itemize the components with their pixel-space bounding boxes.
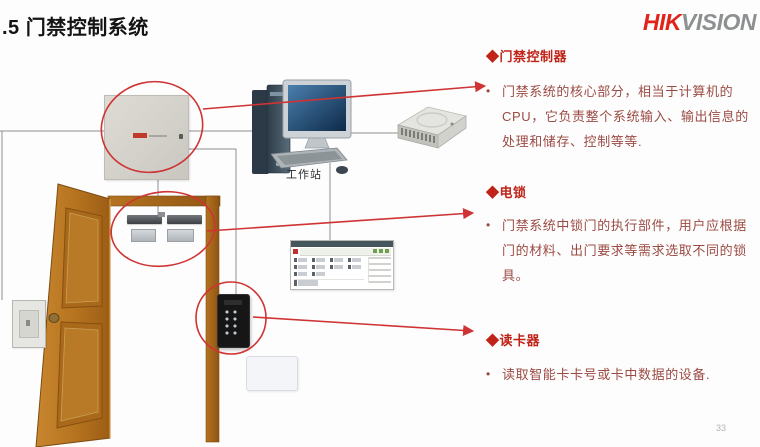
device-item xyxy=(348,258,361,262)
page-number: 33 xyxy=(716,423,727,433)
logo-hik-text: HIK xyxy=(642,9,682,35)
bullet-text: 读取智能卡卡号或卡中数据的设备. xyxy=(502,367,711,382)
card-reader-display xyxy=(224,300,242,305)
controller-label-line xyxy=(149,135,167,137)
door-knob-icon xyxy=(48,313,60,323)
section-heading: ◆读卡器 xyxy=(486,333,541,348)
device-item xyxy=(294,272,307,276)
switch-led xyxy=(450,122,454,126)
mouse-icon xyxy=(336,166,348,174)
exit-button-switch xyxy=(26,320,30,326)
door-panel-top-inner xyxy=(65,212,99,304)
lock-cable-joint xyxy=(158,212,165,217)
access-controller-box-icon xyxy=(104,95,189,180)
software-side-panel xyxy=(368,257,391,283)
door-panel-bottom-inner xyxy=(60,327,99,422)
lock-armature-plate-left xyxy=(131,229,156,242)
software-device-grid xyxy=(294,258,364,276)
door-frame-top xyxy=(107,195,221,207)
electric-lock-right-icon xyxy=(167,215,202,224)
software-toolbar xyxy=(300,248,391,256)
bullet-text: 门禁系统中锁门的执行部件，用户应根据门的材料、出门要求等需求选取不同的锁具。 xyxy=(502,218,747,283)
highlight-circle-controller xyxy=(100,80,204,174)
controller-latch xyxy=(179,134,183,139)
door-leaf xyxy=(35,183,111,447)
card-reader-icon xyxy=(217,294,250,348)
device-item xyxy=(348,265,361,269)
section-lock: ◆电锁 • 门禁系统中锁门的执行部件，用户应根据门的材料、出门要求等需求选取不同… xyxy=(486,182,758,288)
device-item xyxy=(312,258,325,262)
tower-side xyxy=(252,90,269,174)
toolbar-icon xyxy=(379,249,383,253)
wire-controller-to-reader xyxy=(187,148,237,295)
switch-top-detail xyxy=(416,112,448,128)
door-frame-right xyxy=(205,195,220,443)
lock-armature-plate-right xyxy=(167,229,194,242)
section-controller: ◆门禁控制器 • 门禁系统的核心部分，相当于计算机的CPU，它负责整个系统输入、… xyxy=(486,46,758,154)
highlight-circle-reader xyxy=(195,281,267,355)
exit-button-icon xyxy=(12,300,46,348)
bullet-marker: • xyxy=(486,218,491,232)
toolbar-icon xyxy=(385,249,389,253)
card-reader-keypad xyxy=(224,309,238,337)
door-panel-top xyxy=(61,207,103,309)
device-item xyxy=(312,265,325,269)
device-item xyxy=(330,258,343,262)
section-heading: ◆门禁控制器 xyxy=(486,49,568,64)
tower-drive-bay xyxy=(270,92,287,96)
callout-arrow-reader xyxy=(252,316,475,337)
access-card-icon xyxy=(246,356,298,391)
bullet-row: • 门禁系统的核心部分，相当于计算机的CPU，它负责整个系统输入、输出信息的处理… xyxy=(486,79,758,154)
monitor-screen xyxy=(288,85,346,131)
section-heading: ◆电锁 xyxy=(486,185,527,200)
monitor-stand xyxy=(304,137,330,149)
callout-arrow-controller xyxy=(202,81,487,110)
bullet-marker: • xyxy=(486,84,491,98)
software-titlebar xyxy=(291,241,393,247)
tower-power-button xyxy=(275,161,281,167)
switch-front-face xyxy=(397,124,439,149)
section-reader: ◆读卡器 • 读取智能卡卡号或卡中数据的设备. xyxy=(486,330,758,387)
workstation-label: 工作站 xyxy=(286,169,322,181)
logo-vision-text: VISION xyxy=(681,9,756,35)
tower-front xyxy=(266,84,291,174)
hikvision-logo: HIKVISION xyxy=(598,9,757,36)
software-status-row xyxy=(294,279,364,286)
bullet-marker: • xyxy=(486,367,491,381)
software-app-icon xyxy=(293,249,298,254)
keyboard-keys xyxy=(277,151,342,165)
page-title: .5 门禁控制系统 xyxy=(2,17,149,39)
highlight-circle-locks xyxy=(110,190,216,268)
controller-red-label xyxy=(133,133,147,138)
exit-button-plate xyxy=(19,310,39,338)
device-item xyxy=(330,265,343,269)
bullet-text: 门禁系统的核心部分，相当于计算机的CPU，它负责整个系统输入、输出信息的处理和储… xyxy=(502,84,749,149)
electric-lock-left-icon xyxy=(127,215,162,224)
switch-top-face xyxy=(396,106,467,136)
device-item xyxy=(294,258,307,262)
bullet-row: • 读取智能卡卡号或卡中数据的设备. xyxy=(486,362,758,387)
keyboard xyxy=(270,147,348,169)
door-panel-bottom xyxy=(56,321,103,429)
device-item xyxy=(312,272,325,276)
management-software-window xyxy=(290,240,394,290)
callout-arrow-locks xyxy=(206,208,475,232)
device-item xyxy=(294,265,307,269)
toolbar-icon xyxy=(373,249,377,253)
switch-right-face xyxy=(437,115,467,149)
open-door-icon xyxy=(35,183,221,447)
bullet-row: • 门禁系统中锁门的执行部件，用户应根据门的材料、出门要求等需求选取不同的锁具。 xyxy=(486,213,758,288)
switch-ports xyxy=(401,128,435,143)
network-switch-icon xyxy=(396,106,467,149)
monitor-bezel xyxy=(282,79,352,139)
